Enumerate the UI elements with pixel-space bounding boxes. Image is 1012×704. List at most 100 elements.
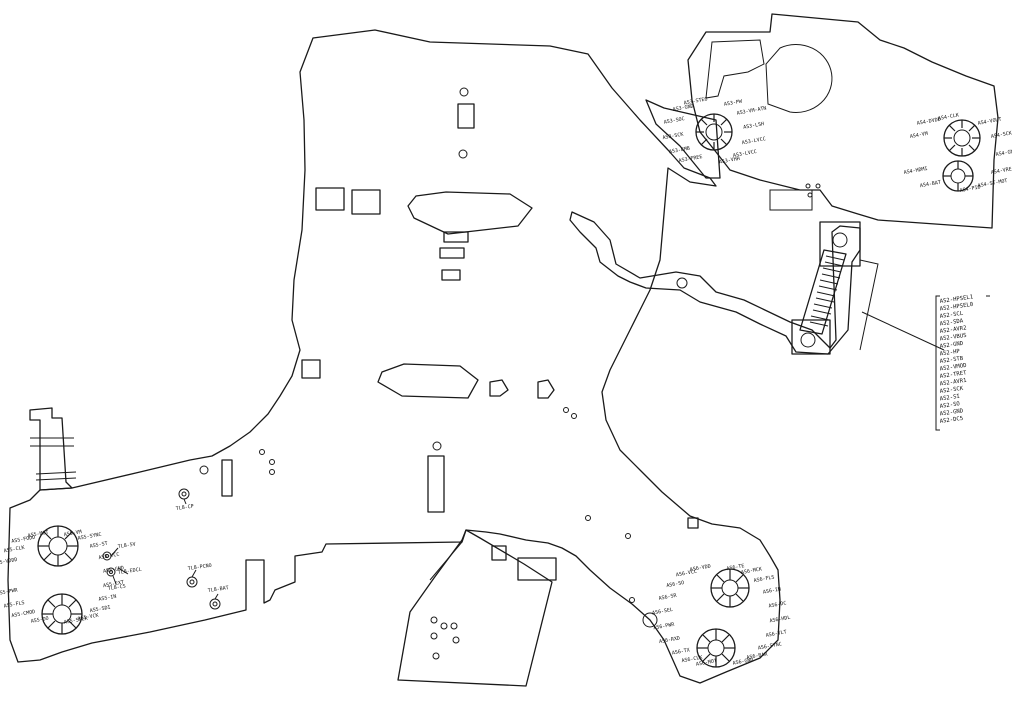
connector-pin-label: AS2-VBUS xyxy=(939,333,967,343)
cluster-label: AS5-SDI xyxy=(89,605,111,615)
cluster-label: AS4-PIO xyxy=(959,184,981,194)
cluster-label: AS5-VM xyxy=(63,529,82,538)
cluster-label: AS6-MOT xyxy=(696,658,718,668)
connector-pin-label: AS2-HPSEL1 xyxy=(939,294,973,305)
connector-pin-label: AS2-GND xyxy=(939,341,964,350)
cluster-label: AS5-FODD xyxy=(11,535,36,545)
cluster-label: AS3-EMB xyxy=(669,146,691,156)
cluster-label: AS4-SCK xyxy=(991,130,1012,140)
cluster-label: AS6-CLK xyxy=(681,655,703,665)
cluster-label: AS6-HDL xyxy=(769,615,791,625)
cluster-label: AS5-VDDD xyxy=(0,557,18,567)
cluster-label: AS5-ST xyxy=(89,541,108,550)
test-point-label: TL8-5V xyxy=(117,542,136,550)
pad-ring-bottom-right-lower xyxy=(696,628,736,668)
pad-ring-bottom-left-lower xyxy=(41,593,83,635)
pad-ring-top-left xyxy=(695,113,733,151)
cluster-label: AS4-BAT xyxy=(920,180,942,190)
connector-pin-label: AS2-TRET xyxy=(939,370,967,380)
cluster-label: AS6-SEL xyxy=(652,607,674,617)
top-right-board-outline xyxy=(687,13,999,229)
cluster-label: AS5-DO xyxy=(30,616,49,625)
cluster-label: AS3-VM-ATN xyxy=(736,106,767,117)
test-point-label: TL8-EDCL xyxy=(117,567,142,576)
cluster-label: AS6-VDD xyxy=(690,564,712,574)
test-point-label: TL8-CS xyxy=(107,584,126,592)
cluster-label: AS3-FREE xyxy=(678,154,703,164)
cluster-label: AS4-HDMI xyxy=(903,166,928,176)
cluster-label: AS5-IN xyxy=(98,594,117,603)
test-point-label: TL8-BAT xyxy=(207,585,229,594)
connector-pin-label: AS2-STB xyxy=(939,356,964,365)
connector-pin-label: AS2-AVR2 xyxy=(939,325,967,335)
test-point-label: TL8-PCNO xyxy=(187,563,212,572)
cluster-label: AS4-VM xyxy=(910,131,929,140)
cluster-label: AS5-FLS xyxy=(3,600,25,610)
cluster-label: AS4-GND xyxy=(995,148,1012,158)
pad-ring-top-right-upper xyxy=(943,119,981,157)
cluster-label: AS5-VCC xyxy=(98,552,120,562)
cluster-label: AS3-SCK xyxy=(662,132,684,142)
connector-pin-labels: AS2-HPSEL1AS2-HPSEL0AS2-SCLAS2-SDAAS2-AV… xyxy=(939,294,973,425)
bottom-flap-outline xyxy=(397,529,553,687)
cluster-label: AS4-DVDD xyxy=(917,117,942,127)
cluster-label: AS4-VOUT xyxy=(977,117,1002,127)
cluster-label: AS3-LVCC xyxy=(733,149,758,159)
cluster-label: AS6-BAR xyxy=(746,651,769,661)
cluster-label: AS3-LVCC xyxy=(742,136,767,146)
cluster-label: AS6-VLT xyxy=(765,629,787,639)
cluster-label: AS6-FLS xyxy=(753,575,775,585)
cluster-label: AS3-LSH xyxy=(743,121,765,131)
cluster-label: AS5-CLK xyxy=(3,545,25,555)
connector-pin-label: AS2-HPSEL0 xyxy=(939,302,973,313)
cluster-label: AS4-VREF xyxy=(991,166,1012,176)
cluster-label: AS6-PWR xyxy=(653,622,676,632)
main-board-outline xyxy=(7,29,781,684)
cluster-label: AS6-TE xyxy=(726,563,745,572)
cluster-label: AS5-CMOD xyxy=(11,609,36,619)
cluster-label: AS5-VCK xyxy=(77,613,99,623)
pad-ring-bottom-left-upper xyxy=(37,525,79,567)
pad-ring-top-right-lower xyxy=(942,160,974,192)
cluster-label: AS6-SYNC xyxy=(758,641,783,651)
connector-pin-label: AS2-SDA xyxy=(939,318,964,327)
cluster-label: AS3-PW xyxy=(724,99,744,108)
cluster-label: AS6-VCC xyxy=(676,569,698,579)
cluster-label: AS6-GND xyxy=(732,657,754,667)
connector-pin-label: AS2-GND xyxy=(939,408,964,417)
connector-pin-label: AS2-SI xyxy=(939,394,960,403)
connector-arm xyxy=(569,211,861,355)
cluster-label: AS6-SO xyxy=(666,580,685,589)
cluster-label: AS4-ST-MOT xyxy=(977,178,1008,189)
cluster-label: AS5-EXT xyxy=(103,580,125,590)
cluster-label: AS6-RXD xyxy=(659,636,681,646)
cluster-label: AS6-TX xyxy=(672,647,691,656)
cluster-label: AS3-SOC xyxy=(663,116,685,126)
cluster-label: AS3-STEO xyxy=(683,96,708,106)
top-right-left-cluster-labels: AS3-FREEAS3-EMBAS3-SCKAS3-SOCAS3-GNDAS3-… xyxy=(662,96,767,165)
cluster-label: AS3-GND xyxy=(672,103,694,113)
cluster-label: AS6-IN xyxy=(763,587,782,596)
pad-ring-bottom-right-upper xyxy=(710,568,750,608)
connector-pin-label: AS2-SO xyxy=(939,401,960,410)
cluster-label: AS6-DC xyxy=(768,600,787,609)
cluster-label: AS4-CLK xyxy=(938,112,960,122)
connector-pin-label: AS2-AVR1 xyxy=(939,378,967,388)
test-point-label: TL8-CP xyxy=(175,504,194,512)
connector-pin-label: AS2-VMOD xyxy=(939,363,967,373)
connector-pin-label: AS2-DC5 xyxy=(939,416,963,425)
cluster-label: AS5-SCLK xyxy=(63,616,88,626)
cluster-label: AS6-SR xyxy=(658,593,678,602)
left-ear-tab xyxy=(29,407,73,491)
connector-pin-label: AS2-SCK xyxy=(939,386,964,395)
cluster-label: AS5-PWR xyxy=(0,587,19,597)
cluster-label: AS5-GND xyxy=(103,565,125,575)
cluster-label: AS6-MCK xyxy=(741,566,763,576)
connector-pin-label: AS2-SCL xyxy=(939,311,964,320)
cluster-label: AS5-MOT xyxy=(27,530,49,540)
cluster-label: AS5-SYNC xyxy=(77,532,102,542)
